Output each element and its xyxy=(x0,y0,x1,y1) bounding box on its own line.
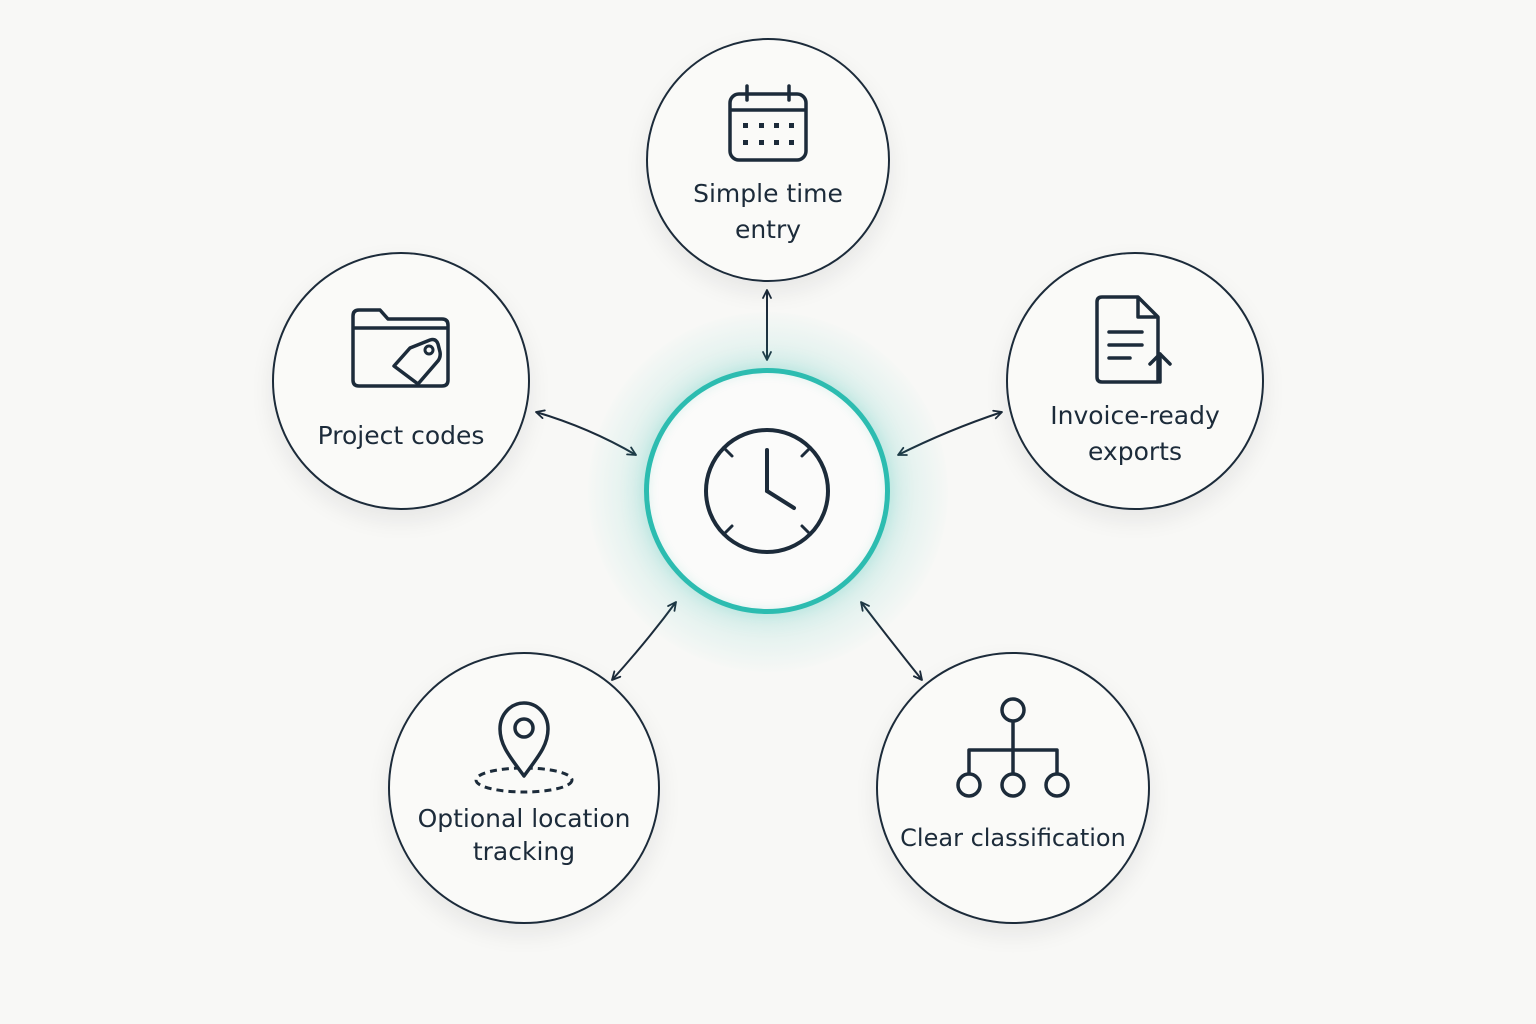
map-pin-icon xyxy=(474,701,574,794)
node-label: Clear classification xyxy=(900,824,1126,852)
node-label: Invoice-ready exports xyxy=(1050,401,1220,466)
document-export-icon xyxy=(1095,295,1172,384)
connector-location-tracking xyxy=(611,601,677,681)
node-project-codes[interactable]: Project codes xyxy=(272,252,530,510)
node-label: Project codes xyxy=(317,421,485,450)
clock-icon xyxy=(704,428,830,554)
node-invoice-exports[interactable]: Invoice-ready exports xyxy=(1006,252,1264,510)
node-classification[interactable]: Clear classification xyxy=(876,652,1150,924)
node-label: Simple time entry xyxy=(693,179,843,244)
folder-tag-icon xyxy=(351,308,450,388)
hierarchy-icon xyxy=(956,697,1070,798)
calendar-icon xyxy=(728,84,808,162)
node-label: Optional location tracking xyxy=(417,804,631,866)
node-location-tracking[interactable]: Optional location tracking xyxy=(388,652,660,924)
center-node[interactable] xyxy=(644,368,890,614)
connector-project-codes xyxy=(535,409,637,456)
connector-classification xyxy=(860,601,923,681)
node-time-entry[interactable]: Simple time entry xyxy=(646,38,890,282)
connector-invoice-exports xyxy=(897,409,1003,456)
